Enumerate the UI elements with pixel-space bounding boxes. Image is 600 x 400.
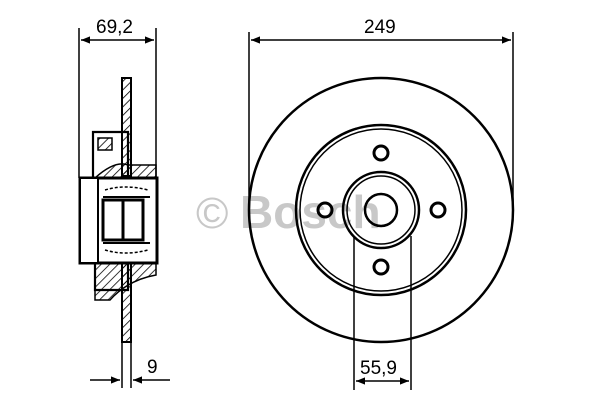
center-bore bbox=[363, 192, 399, 228]
bolt-hole-bottom bbox=[372, 258, 390, 276]
dim-label-outer-diameter: 249 bbox=[364, 17, 396, 38]
hat-ring-inner bbox=[299, 128, 463, 292]
dim-label-overall-width: 69,2 bbox=[96, 17, 133, 38]
dim-label-disc-thickness: 9 bbox=[147, 357, 158, 378]
dimension-outer-diameter: 249 bbox=[248, 17, 514, 210]
watermark-text: Bosch bbox=[240, 186, 381, 238]
hub-ring-inner bbox=[346, 175, 416, 245]
hat-ring-outer bbox=[294, 123, 468, 297]
bolt-holes bbox=[316, 144, 447, 276]
bolt-hole-top bbox=[372, 144, 390, 162]
copyright-icon: © bbox=[196, 189, 228, 238]
disc-plate-upper bbox=[121, 77, 132, 177]
disc-outer-edge bbox=[247, 76, 515, 344]
hub-ring-outer bbox=[341, 170, 421, 250]
watermark: © Bosch bbox=[196, 186, 381, 238]
dimension-hub-bore: 55,9 bbox=[353, 236, 412, 390]
dim-label-hub-bore: 55,9 bbox=[360, 358, 397, 379]
bolt-hole-right bbox=[429, 201, 447, 219]
side-section-view: 69,2 9 bbox=[78, 17, 170, 388]
bolt-hole-left bbox=[316, 201, 334, 219]
dimension-overall-width: 69,2 bbox=[78, 17, 157, 178]
dimension-disc-thickness: 9 bbox=[90, 342, 170, 388]
front-view: 249 55,9 bbox=[247, 17, 515, 390]
